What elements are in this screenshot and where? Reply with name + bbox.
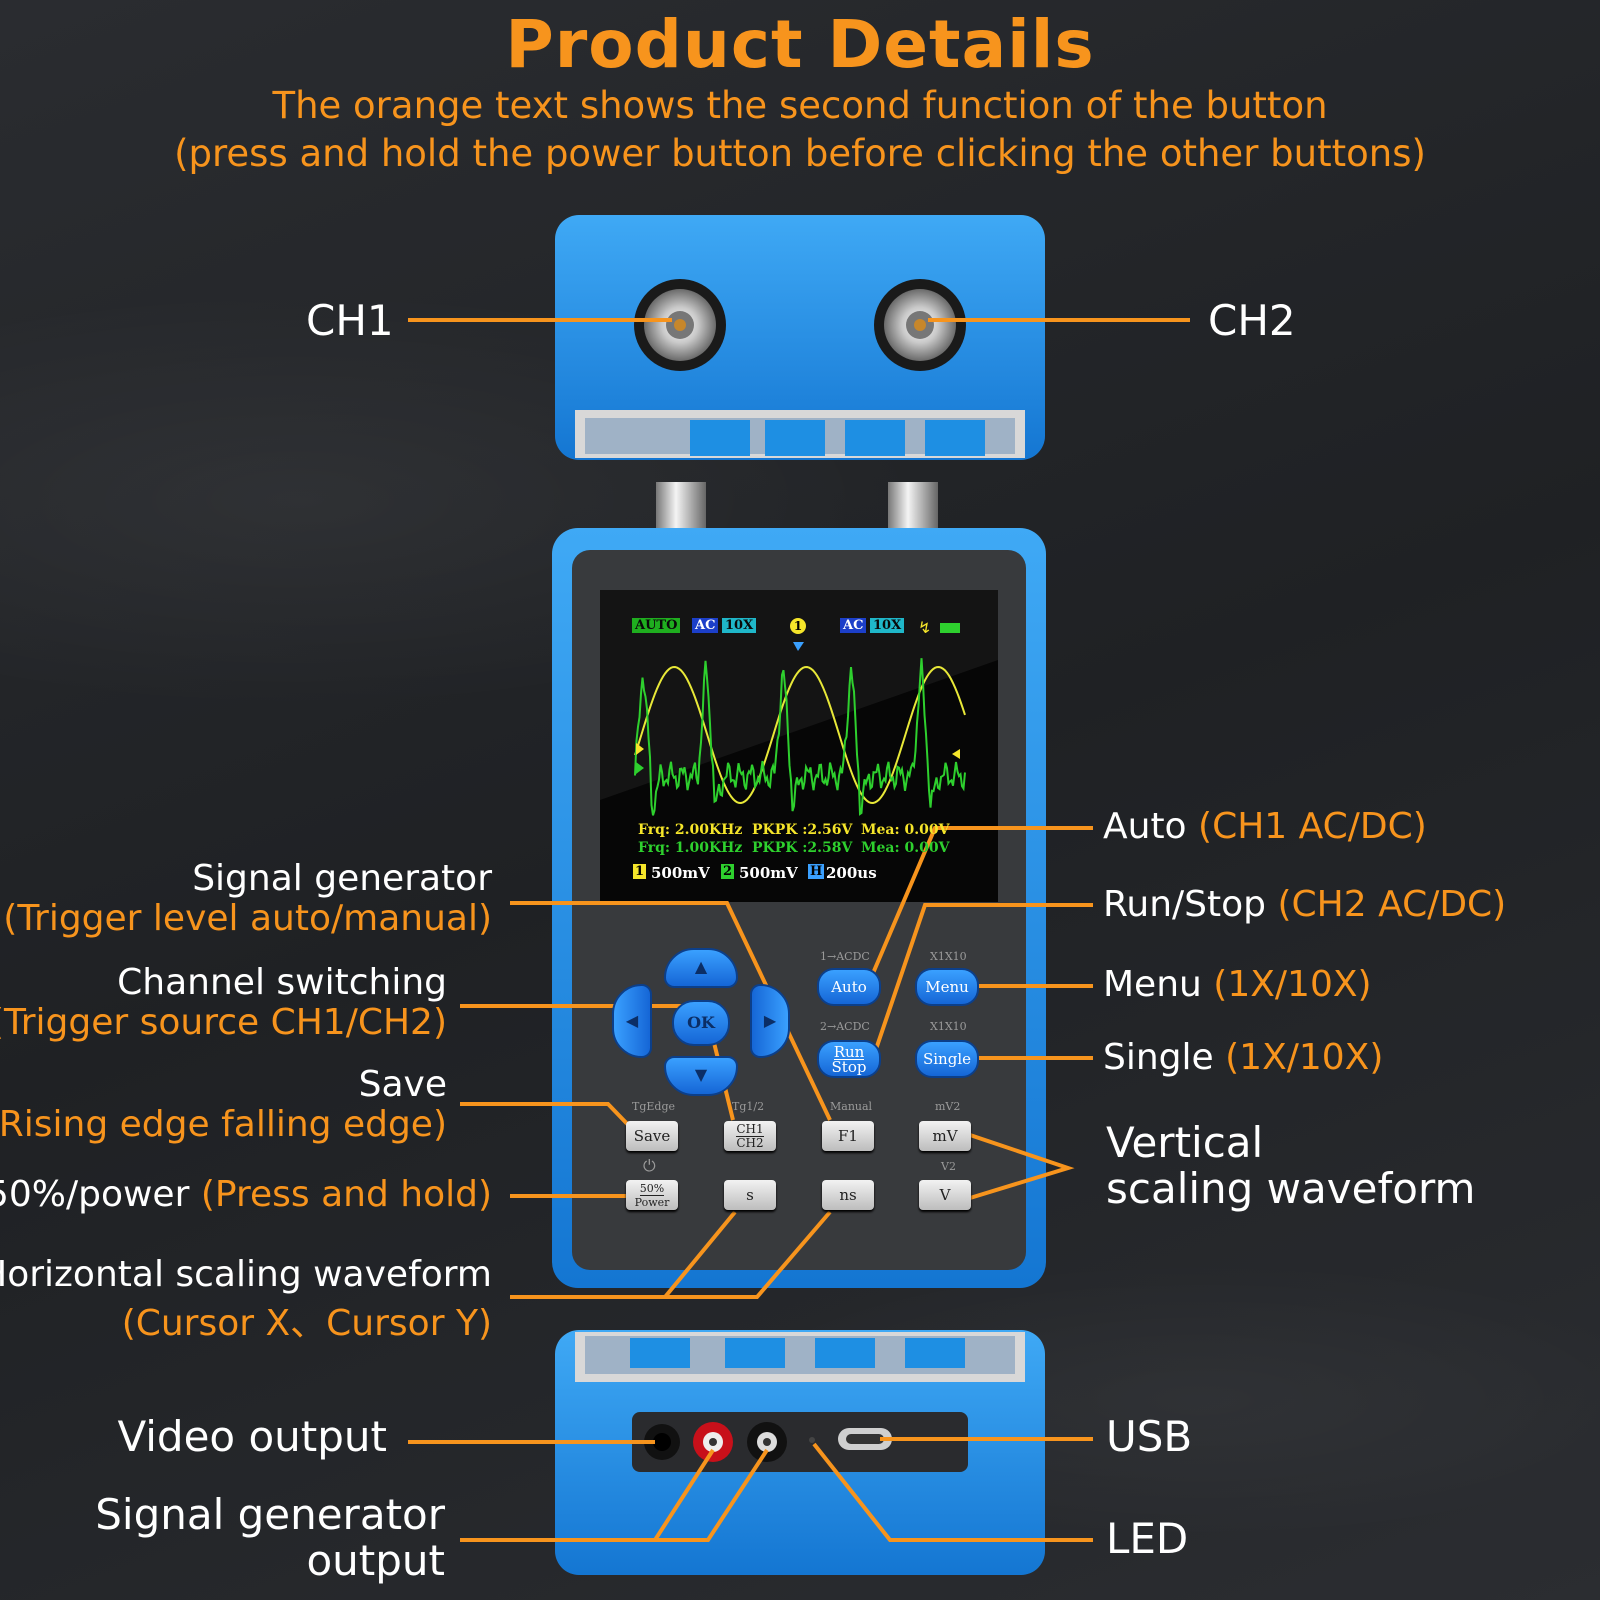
left-arrow-button[interactable]: ◀ — [612, 984, 652, 1058]
f1-button[interactable]: F1 — [822, 1121, 874, 1151]
save-second: (Rising edge falling edge) — [0, 1104, 447, 1145]
menu-label-group: Menu (1X/10X) — [1103, 964, 1372, 1005]
ch1-volt-scale: 500mV — [651, 864, 710, 882]
power-second: (Press and hold) — [200, 1174, 492, 1215]
ch2-key-label: CH2 — [736, 1135, 764, 1150]
usb-label: USB — [1106, 1412, 1193, 1461]
s-button[interactable]: s — [724, 1180, 776, 1210]
power-icon: ⏻ — [643, 1156, 656, 1175]
ch1-label: CH1 — [306, 296, 394, 345]
ch1-mean: Mea: 0.00V — [861, 822, 950, 838]
ch1-frequency: Frq: 2.00KHz — [638, 822, 743, 838]
single-button[interactable]: Single — [915, 1040, 979, 1078]
ch2-coupling-badge: AC — [840, 618, 867, 633]
key-label-x1x10-b: X1X10 — [930, 1020, 967, 1033]
power-button[interactable]: 50% Power — [626, 1180, 678, 1210]
key-label-v2: V2 — [941, 1160, 956, 1173]
vertical-scaling-line2: scaling waveform — [1106, 1164, 1476, 1213]
ch1-key-label: CH1 — [736, 1121, 764, 1137]
single-label: Single — [1103, 1037, 1214, 1078]
down-arrow-button[interactable]: ▼ — [664, 1056, 738, 1096]
led-label: LED — [1106, 1514, 1189, 1563]
menu-label: Menu — [1103, 964, 1202, 1005]
vertical-scaling-line1: Vertical — [1106, 1118, 1264, 1167]
runstop-second: (CH2 AC/DC) — [1277, 884, 1507, 925]
power-label-group: 50%/power (Press and hold) — [0, 1174, 492, 1215]
trigger-marker: 1 — [790, 618, 806, 634]
up-arrow-button[interactable]: ▲ — [664, 948, 738, 988]
signal-generator-label: Signal generator — [192, 858, 492, 899]
page-title: Product Details — [505, 6, 1095, 83]
time-icon: H — [808, 864, 825, 879]
subtitle-line-2: (press and hold the power button before … — [174, 132, 1426, 175]
ch2-pkpk: PKPK :2.58V — [752, 840, 853, 856]
video-output-label: Video output — [117, 1412, 387, 1461]
ch1-probe-badge: 10X — [722, 618, 757, 633]
run-label: Run — [833, 1042, 865, 1061]
key-label-acdc2: 2→ACDC — [820, 1020, 870, 1033]
subtitle-line-1: The orange text shows the second functio… — [272, 84, 1328, 127]
siggen-output-line2: output — [306, 1536, 445, 1585]
ns-button[interactable]: ns — [822, 1180, 874, 1210]
right-arrow-button[interactable]: ▶ — [750, 984, 790, 1058]
key-label-mv2: mV2 — [935, 1100, 961, 1113]
power-label: 50%/power — [0, 1174, 190, 1215]
key-label-tg12: Tg1/2 — [732, 1100, 765, 1113]
horizontal-scaling-second: (Cursor X、Cursor Y) — [121, 1303, 492, 1344]
single-label-group: Single (1X/10X) — [1103, 1037, 1383, 1078]
trigger-edge-icon: ↯ — [918, 618, 932, 637]
waveforms — [634, 642, 966, 816]
auto-second: (CH1 AC/DC) — [1198, 806, 1427, 847]
runstop-label: Run/Stop — [1103, 884, 1267, 925]
key-label-tgedge: TgEdge — [632, 1100, 676, 1113]
ch1-coupling-badge: AC — [692, 618, 719, 633]
key-label-manual: Manual — [830, 1100, 873, 1113]
auto-button[interactable]: Auto — [817, 968, 881, 1006]
bottom-view — [555, 1330, 1045, 1575]
ch1-pkpk: PKPK :2.56V — [752, 822, 853, 838]
top-view — [555, 215, 1045, 460]
save-button[interactable]: Save — [626, 1121, 678, 1151]
auto-label-group: Auto (CH1 AC/DC) — [1103, 806, 1427, 847]
siggen-output-line1: Signal generator — [95, 1490, 445, 1539]
runstop-label-group: Run/Stop (CH2 AC/DC) — [1103, 884, 1506, 925]
menu-button[interactable]: Menu — [915, 968, 979, 1006]
channel-switching-second: (Trigger source CH1/CH2) — [0, 1002, 447, 1043]
ch-switch-button[interactable]: CH1 CH2 — [724, 1121, 776, 1151]
ch2-volt-scale: 500mV — [739, 864, 798, 882]
menu-second: (1X/10X) — [1213, 964, 1372, 1005]
battery-icon — [940, 623, 960, 633]
callout-lines — [408, 318, 1190, 1542]
horizontal-scaling-label: Horizontal scaling waveform — [0, 1254, 492, 1295]
ok-button[interactable]: OK — [672, 1000, 730, 1046]
save-label: Save — [358, 1064, 447, 1105]
ch2-mean: Mea: 0.00V — [861, 840, 950, 856]
signal-generator-second: (Trigger level auto/manual) — [3, 898, 492, 939]
key-label-acdc1: 1→ACDC — [820, 950, 870, 963]
single-second: (1X/10X) — [1225, 1037, 1384, 1078]
v-button[interactable]: V — [919, 1180, 971, 1210]
fifty-percent-label: 50% — [639, 1181, 665, 1196]
auto-label: Auto — [1103, 806, 1187, 847]
mv-button[interactable]: mV — [919, 1121, 971, 1151]
stop-label: Stop — [831, 1057, 867, 1076]
auto-mode-badge: AUTO — [632, 618, 681, 633]
ch1-number-badge: 1 — [633, 864, 647, 879]
power-key-label: Power — [634, 1195, 670, 1209]
ch2-number-badge: 2 — [721, 864, 735, 879]
time-scale: 200us — [826, 864, 877, 882]
ch2-label: CH2 — [1208, 296, 1296, 345]
ch2-frequency: Frq: 1.00KHz — [638, 840, 743, 856]
channel-switching-label: Channel switching — [117, 962, 447, 1003]
key-label-x1x10-a: X1X10 — [930, 950, 967, 963]
run-stop-button[interactable]: Run Stop — [817, 1040, 881, 1078]
ch2-probe-badge: 10X — [870, 618, 905, 633]
